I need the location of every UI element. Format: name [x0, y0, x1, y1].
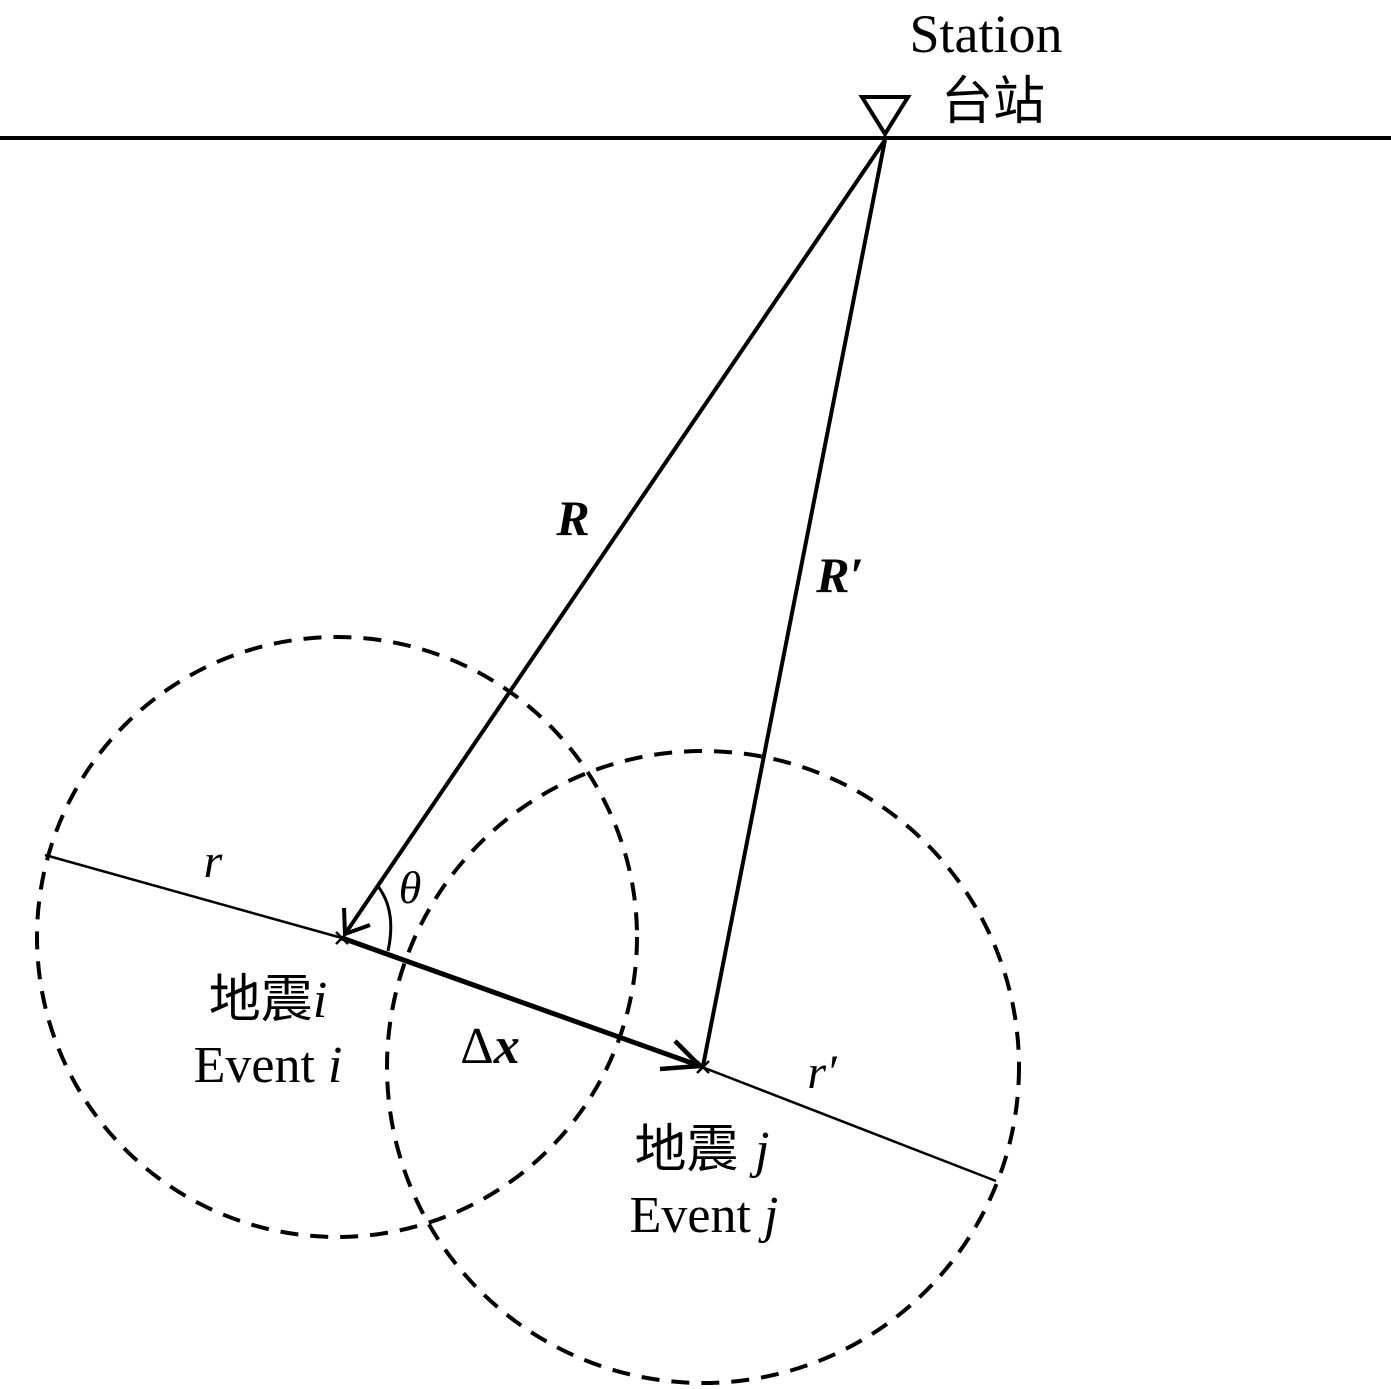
event-j-label-en: Event j: [630, 1187, 779, 1244]
event-i-en-index: i: [328, 1037, 342, 1094]
event-i-label-en: Event i: [194, 1037, 343, 1094]
event-i-dashed-circle: [35, 635, 639, 1239]
vector-R-prime-label: R′: [815, 547, 863, 603]
event-j-zh-index: j: [749, 1122, 769, 1179]
event-i-zh-index: i: [313, 972, 327, 1029]
station-label-zh: 台站: [941, 72, 1045, 132]
event-j-dashed-circle: [385, 749, 1021, 1385]
vector-R-line: [343, 138, 887, 936]
event-i-en-text: Event: [194, 1037, 328, 1094]
radius-r-line: [44, 853, 343, 940]
event-j-zh-text: 地震: [635, 1120, 756, 1180]
radius-r-prime-line: [701, 1065, 997, 1183]
event-j-en-index: j: [758, 1187, 778, 1244]
vector-delta-x-label: Δx: [460, 1018, 519, 1075]
event-i-label-zh: 地震i: [209, 970, 327, 1030]
event-j-marker-icon: [696, 1060, 710, 1074]
angle-theta-arc: [375, 884, 393, 952]
event-j-en-text: Event: [630, 1187, 764, 1244]
event-i-marker-icon: [335, 931, 349, 945]
angle-theta-label: θ: [399, 862, 422, 913]
station-label-en: Station: [909, 4, 1062, 64]
vector-delta-x-arrowhead: [659, 1039, 706, 1072]
station-triangle-icon: [858, 95, 912, 138]
event-i-zh-text: 地震: [209, 970, 313, 1030]
delta-x-variable: x: [493, 1018, 520, 1075]
radius-r-prime-label: r′: [807, 1046, 838, 1099]
vector-R-prime-line: [701, 139, 887, 1067]
delta-symbol: Δ: [460, 1018, 493, 1075]
event-j-label-zh: 地震 j: [635, 1120, 770, 1180]
radius-r-label: r: [204, 835, 223, 888]
vector-delta-x-line: [341, 935, 701, 1069]
vector-R-label: R: [555, 490, 589, 546]
